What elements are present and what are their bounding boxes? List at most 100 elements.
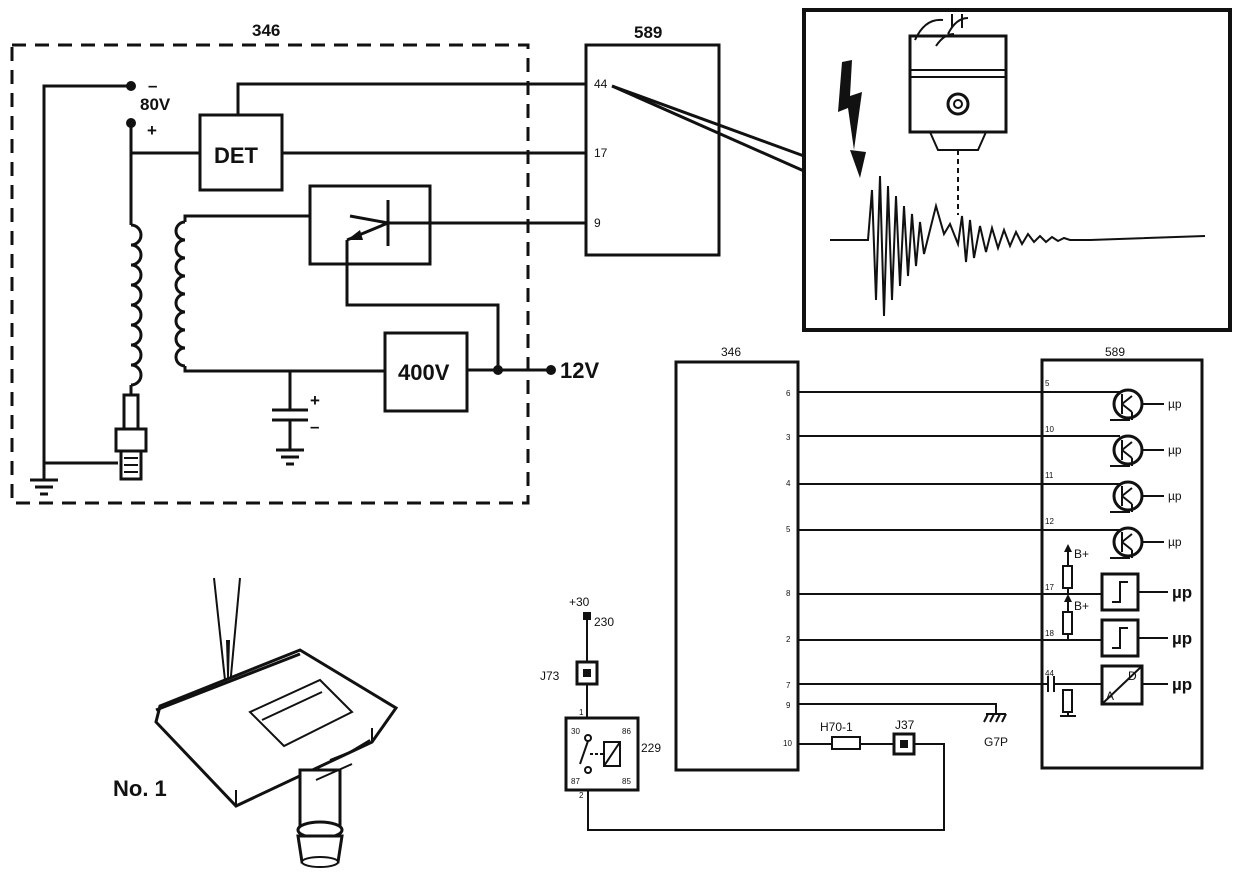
module-346-label: 346 bbox=[252, 21, 280, 40]
spark-bolt-icon bbox=[838, 60, 862, 150]
transistor-2-leads bbox=[1110, 440, 1133, 467]
thyristor-box bbox=[308, 184, 432, 266]
transistor-3-icon bbox=[1112, 480, 1144, 512]
schmitt-1-symbol bbox=[1112, 581, 1128, 603]
relay-pin-30: 30 bbox=[571, 727, 580, 736]
pin-589-10: 10 bbox=[1045, 425, 1054, 434]
knock-waveform bbox=[830, 175, 1206, 317]
pin-346-7: 7 bbox=[786, 681, 791, 690]
coil-window bbox=[248, 678, 354, 748]
module-346-right-label: 346 bbox=[721, 345, 741, 359]
transistor-1-icon bbox=[1112, 388, 1144, 420]
ecu-pin-17: 17 bbox=[594, 146, 608, 160]
fuse-h70-icon bbox=[831, 736, 861, 750]
output-6-label: µp bbox=[1172, 629, 1192, 648]
relay-pin-87: 87 bbox=[571, 777, 580, 786]
det-label: DET bbox=[214, 143, 259, 168]
hv-inductor bbox=[130, 223, 143, 387]
ground-g7p-label: G7P bbox=[984, 735, 1008, 749]
output-4-label: µp bbox=[1168, 535, 1182, 549]
connector-j37-label: J37 bbox=[895, 718, 915, 732]
supply-30-label: +30 bbox=[569, 595, 590, 609]
plus-sign: + bbox=[147, 121, 157, 140]
capacitor-plus: + bbox=[310, 391, 320, 410]
module-346-schematic: 346 – 80V + DET bbox=[10, 21, 599, 505]
supply-terminal bbox=[583, 612, 591, 620]
wire-9-ground bbox=[798, 703, 997, 714]
supply-230-label: 230 bbox=[594, 615, 614, 629]
inset-frame bbox=[802, 8, 1232, 332]
ecu-589-box bbox=[584, 43, 721, 257]
ecu-pin-9: 9 bbox=[594, 216, 601, 230]
ecu-589-label: 589 bbox=[634, 23, 662, 42]
relay-return-wire bbox=[587, 743, 945, 831]
coil-illustration: No. 1 bbox=[113, 577, 399, 868]
pin-589-18: 18 bbox=[1045, 629, 1054, 638]
output-5-label: µp bbox=[1172, 583, 1192, 602]
relay-229-label: 229 bbox=[641, 741, 661, 755]
coil-edge-stripe bbox=[155, 652, 301, 712]
pin-346-5: 5 bbox=[786, 525, 791, 534]
adc-a-label: A bbox=[1106, 689, 1114, 703]
ground-symbol-left bbox=[30, 478, 58, 496]
pullup-2-label: B+ bbox=[1074, 599, 1089, 613]
relay-pin-86: 86 bbox=[622, 727, 631, 736]
primary-inductor bbox=[174, 220, 186, 368]
minus-sign: – bbox=[148, 76, 157, 95]
pin-589-11: 11 bbox=[1045, 471, 1054, 480]
voltage-80v-label: 80V bbox=[140, 95, 171, 114]
pin-346-4: 4 bbox=[786, 479, 791, 488]
adc-group bbox=[1047, 664, 1168, 717]
v400-label: 400V bbox=[398, 360, 450, 385]
v400-box bbox=[383, 331, 469, 413]
module-589-right-label: 589 bbox=[1105, 345, 1125, 359]
adc-resistor bbox=[1062, 689, 1073, 713]
relay-pin-85: 85 bbox=[622, 777, 631, 786]
pin-589-17: 17 bbox=[1045, 583, 1054, 592]
output-7-label: µp bbox=[1172, 675, 1192, 694]
right-schematic: 346 589 6 3 4 5 8 2 7 9 10 5 10 11 12 17… bbox=[540, 345, 1204, 831]
v12-label: 12V bbox=[560, 358, 599, 383]
ground-g7p-icon bbox=[983, 713, 1007, 723]
transistor-4-icon bbox=[1112, 526, 1144, 558]
schmitt-2-symbol bbox=[1112, 627, 1128, 649]
callout-line-1 bbox=[611, 84, 805, 158]
pin-589-5: 5 bbox=[1045, 379, 1050, 388]
pin-346-3: 3 bbox=[786, 433, 791, 442]
capacitor-minus: – bbox=[310, 417, 319, 436]
pullup-2-resistor bbox=[1062, 611, 1073, 635]
module-346-right-box bbox=[674, 360, 800, 772]
thyristor-to-supply-wire bbox=[345, 240, 500, 370]
coil-top-wire bbox=[183, 214, 350, 222]
schmitt-group bbox=[1062, 544, 1168, 658]
spark-plug-icon bbox=[114, 393, 148, 481]
transistor-3-leads bbox=[1110, 486, 1133, 513]
piston-icon bbox=[908, 14, 1008, 151]
relay-pin-1: 1 bbox=[579, 708, 584, 717]
pullup-1-label: B+ bbox=[1074, 547, 1089, 561]
spark-arrow bbox=[850, 150, 866, 178]
knock-signal-inset bbox=[802, 8, 1232, 332]
junction-node bbox=[493, 365, 503, 375]
output-2-label: µp bbox=[1168, 443, 1182, 457]
ecu-589-top: 589 44 17 9 bbox=[584, 23, 805, 257]
coil-body bbox=[154, 648, 399, 808]
ground-return-wire bbox=[42, 84, 131, 480]
illustration-caption: No. 1 bbox=[113, 776, 167, 801]
output-3-label: µp bbox=[1168, 489, 1182, 503]
pin-346-2: 2 bbox=[786, 635, 791, 644]
pin-346-9: 9 bbox=[786, 701, 791, 710]
adc-d-label: D bbox=[1128, 669, 1137, 683]
connector-j73-label: J73 bbox=[540, 669, 560, 683]
relay-contact-icon bbox=[579, 734, 621, 774]
det-to-pin44-wire bbox=[236, 82, 586, 115]
output-1-label: µp bbox=[1168, 397, 1182, 411]
thyristor-anode bbox=[349, 214, 389, 225]
thyristor-arrow bbox=[347, 230, 363, 240]
terminal-12v bbox=[546, 365, 556, 375]
coil-bottom-wire bbox=[183, 366, 385, 373]
transistor-2-icon bbox=[1112, 434, 1144, 466]
transistor-1-leads bbox=[1110, 394, 1133, 421]
transistor-4-leads bbox=[1110, 532, 1133, 559]
